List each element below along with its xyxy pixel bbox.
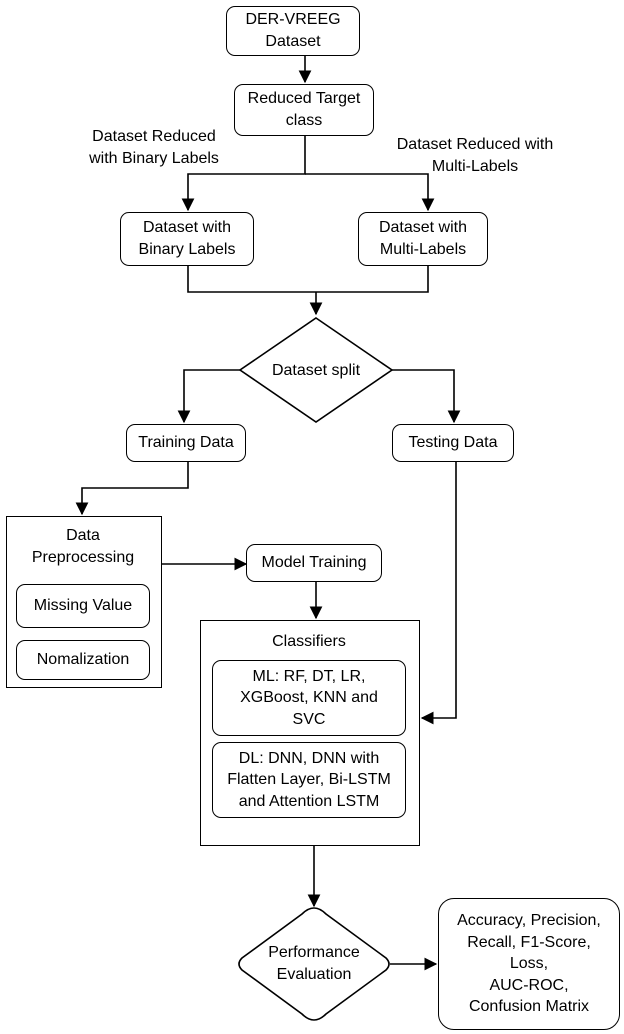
ml-classifiers-label: ML: RF, DT, LR, XGBoost, KNN and SVC [240, 667, 378, 728]
training-data-label: Training Data [138, 434, 234, 452]
arrow-reduced-to-binary [181, 136, 306, 212]
binary-dataset-label: Dataset with Binary Labels [138, 219, 236, 258]
metrics-node: Accuracy, Precision, Recall, F1-Score, L… [438, 898, 620, 1030]
model-training-node: Model Training [246, 544, 382, 582]
missing-value-label: Missing Value [33, 597, 133, 615]
multi-edge-label: Dataset Reduced with Multi-Labels [396, 136, 554, 175]
arrow-reduced-to-multi [305, 173, 435, 212]
dataset-node: DER-VREEG Dataset [226, 6, 360, 56]
dataset-split-diamond [238, 317, 394, 423]
binary-dataset-node: Dataset with Binary Labels [120, 212, 254, 266]
reduced-target-node: Reduced Target class [234, 84, 374, 136]
dl-classifiers-node: DL: DNN, DNN with Flatten Layer, Bi-LSTM… [212, 742, 406, 818]
model-training-label: Model Training [261, 554, 367, 572]
dataset-split-label: Dataset split [271, 362, 361, 379]
metrics-label: Accuracy, Precision, Recall, F1-Score, L… [457, 912, 601, 1016]
data-preprocessing-title: Data Preprocessing [31, 527, 135, 566]
testing-data-node: Testing Data [392, 424, 514, 462]
multi-dataset-node: Dataset with Multi-Labels [358, 212, 488, 266]
reduced-target-label: Reduced Target class [247, 90, 361, 129]
binary-edge-label: Dataset Reduced with Binary Labels [89, 128, 219, 167]
normalization-node: Nomalization [16, 640, 150, 680]
arrow-split-to-testing [392, 369, 461, 424]
normalization-label: Nomalization [36, 651, 130, 669]
performance-evaluation-diamond [238, 907, 390, 1021]
performance-evaluation-label: Performance Evaluation [268, 944, 360, 983]
missing-value-node: Missing Value [16, 584, 150, 628]
arrow-testing-to-classifiers [420, 462, 457, 725]
arrow-split-to-training [177, 369, 240, 424]
multi-dataset-label: Dataset with Multi-Labels [378, 219, 468, 258]
training-data-node: Training Data [126, 424, 246, 462]
testing-data-label: Testing Data [408, 434, 498, 452]
arrow-binary-to-split [187, 266, 429, 293]
dl-classifiers-label: DL: DNN, DNN with Flatten Layer, Bi-LSTM… [227, 749, 391, 810]
dataset-label: DER-VREEG Dataset [245, 11, 341, 50]
arrow-training-to-preprocessing [75, 462, 189, 516]
ml-classifiers-node: ML: RF, DT, LR, XGBoost, KNN and SVC [212, 660, 406, 736]
classifiers-title: Classifiers [272, 633, 346, 650]
